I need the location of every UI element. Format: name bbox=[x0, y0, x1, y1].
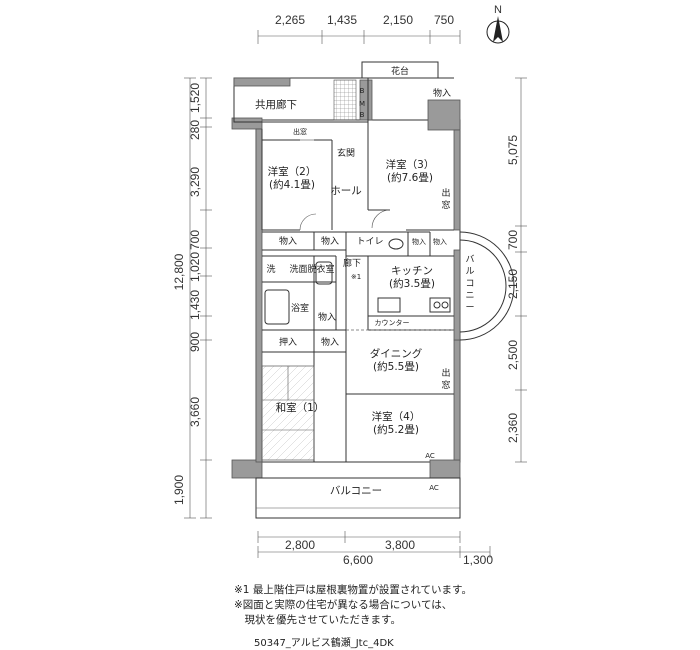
side-balcony bbox=[459, 231, 515, 341]
side-balcony-label: バ ル コ ニ ー bbox=[465, 254, 474, 313]
mb-label-2: M bbox=[359, 100, 365, 108]
svg-text:ー: ー bbox=[465, 303, 474, 313]
compass-label: N bbox=[494, 4, 502, 16]
top-dimension-lines: 2,265 1,435 2,150 750 bbox=[257, 13, 461, 44]
storage-f-label: 物入 bbox=[321, 336, 339, 348]
fixtures bbox=[264, 139, 451, 325]
western-room-3-name: 洋室（3） bbox=[386, 158, 435, 171]
note-line-3: 現状を優先させていただきます。 bbox=[234, 614, 401, 626]
storage-e-label: 物入 bbox=[318, 311, 336, 323]
left-dim-6: 1,430 bbox=[188, 290, 202, 320]
top-dim-1: 2,265 bbox=[275, 13, 305, 27]
storage-top-label: 物入 bbox=[433, 87, 451, 99]
right-dimension-lines: 5,075 700 2,150 2,500 2,360 bbox=[506, 77, 527, 463]
hall-label: ホール bbox=[330, 185, 362, 197]
ac-label-2: AC bbox=[429, 484, 439, 492]
mb-label-3: B bbox=[360, 111, 365, 119]
bay-window-top-label: 出窓 bbox=[293, 127, 307, 136]
svg-text:ル: ル bbox=[465, 267, 474, 277]
svg-text:コ: コ bbox=[465, 279, 474, 289]
left-dim-total: 12,800 bbox=[172, 253, 186, 290]
note-line-1: ※1 最上階住戸は屋根裏物置が設置されています。 bbox=[234, 584, 472, 596]
bottom-dimension-lines: 2,800 3,800 6,600 1,300 bbox=[257, 531, 493, 567]
property-code: 50347_アルビス鶴瀬_Jtc_4DK bbox=[254, 638, 394, 649]
kitchen-name: キッチン bbox=[391, 265, 433, 277]
closet-label: 押入 bbox=[279, 336, 297, 348]
counter-label: カウンター bbox=[375, 318, 410, 327]
bottom-dim-4: 1,300 bbox=[463, 553, 493, 567]
svg-text:バ: バ bbox=[465, 254, 474, 265]
bay-window-right-label-1: 出 bbox=[441, 187, 450, 199]
western-room-2-size: (約4.1畳) bbox=[269, 178, 315, 191]
bay-window-mid-label-2: 窓 bbox=[441, 379, 450, 391]
room-labels: 花台 共用廊下 物入 B M B 出窓 玄関 ホール 洋室（2） (約4.1畳)… bbox=[255, 65, 475, 497]
left-dim-5: 1,020 bbox=[188, 252, 202, 282]
bath-label: 浴室 bbox=[291, 302, 309, 314]
partitions bbox=[261, 77, 454, 462]
storage-b-label: 物入 bbox=[321, 235, 339, 247]
ac-label-1: AC bbox=[425, 452, 435, 460]
top-dim-2: 1,435 bbox=[327, 13, 357, 27]
right-dim-1: 5,075 bbox=[506, 135, 520, 165]
flower-bed-label: 花台 bbox=[391, 65, 409, 77]
left-dimension-lines: 1,520 280 3,290 700 1,020 1,430 900 3,66… bbox=[172, 77, 212, 519]
dining-name: ダイニング bbox=[370, 347, 423, 360]
bottom-dim-3: 6,600 bbox=[343, 553, 373, 567]
note-mark-label: ※1 bbox=[351, 273, 361, 281]
north-compass-icon: N bbox=[486, 4, 510, 44]
left-dim-2: 280 bbox=[188, 120, 202, 140]
hallway-label: 廊下 bbox=[343, 257, 361, 269]
left-dim-4: 700 bbox=[188, 230, 202, 250]
dressing-room-label: 洗面脱衣室 bbox=[289, 263, 334, 275]
toilet-label: トイレ bbox=[356, 237, 383, 247]
japanese-room-label: 和室（1） bbox=[276, 401, 325, 414]
common-corridor-label: 共用廊下 bbox=[255, 98, 297, 111]
wash-label: 洗 bbox=[266, 263, 275, 275]
storage-d-label: 物入 bbox=[433, 237, 447, 246]
kitchen-size: (約3.5畳) bbox=[389, 277, 435, 290]
mb-label-1: B bbox=[360, 87, 365, 95]
right-dim-3: 2,150 bbox=[506, 269, 520, 299]
bottom-dim-2: 3,800 bbox=[385, 538, 415, 552]
note-line-2: ※図面と実際の住宅が異なる場合については、 bbox=[234, 599, 453, 611]
left-dim-1: 1,520 bbox=[188, 83, 202, 113]
left-dim-9: 1,900 bbox=[172, 475, 186, 505]
right-dim-4: 2,500 bbox=[506, 340, 520, 370]
svg-text:ニ: ニ bbox=[465, 291, 474, 301]
bay-window-right-label-2: 窓 bbox=[441, 199, 450, 211]
western-room-4-name: 洋室（4） bbox=[372, 410, 421, 423]
bay-window-mid-label-1: 出 bbox=[441, 367, 450, 379]
left-dim-3: 3,290 bbox=[188, 167, 202, 197]
footnotes: ※1 最上階住戸は屋根裏物置が設置されています。 ※図面と実際の住宅が異なる場合… bbox=[234, 583, 472, 628]
dining-size: (約5.5畳) bbox=[373, 360, 419, 373]
bottom-dim-1: 2,800 bbox=[285, 538, 315, 552]
western-room-3-size: (約7.6畳) bbox=[387, 171, 433, 184]
left-dim-8: 3,660 bbox=[188, 397, 202, 427]
right-dim-2: 700 bbox=[506, 230, 520, 250]
bottom-balcony-label: バルコニー bbox=[330, 485, 382, 497]
right-dim-5: 2,360 bbox=[506, 413, 520, 443]
bottom-balcony bbox=[255, 477, 461, 519]
top-dim-4: 750 bbox=[434, 13, 454, 27]
left-dim-7: 900 bbox=[188, 332, 202, 352]
storage-c-label: 物入 bbox=[412, 237, 426, 246]
storage-a-label: 物入 bbox=[279, 235, 297, 247]
walls bbox=[231, 61, 461, 479]
top-dim-3: 2,150 bbox=[383, 13, 413, 27]
western-room-4-size: (約5.2畳) bbox=[373, 423, 419, 436]
western-room-2-name: 洋室（2） bbox=[268, 165, 317, 178]
entrance-label: 玄関 bbox=[337, 147, 355, 159]
